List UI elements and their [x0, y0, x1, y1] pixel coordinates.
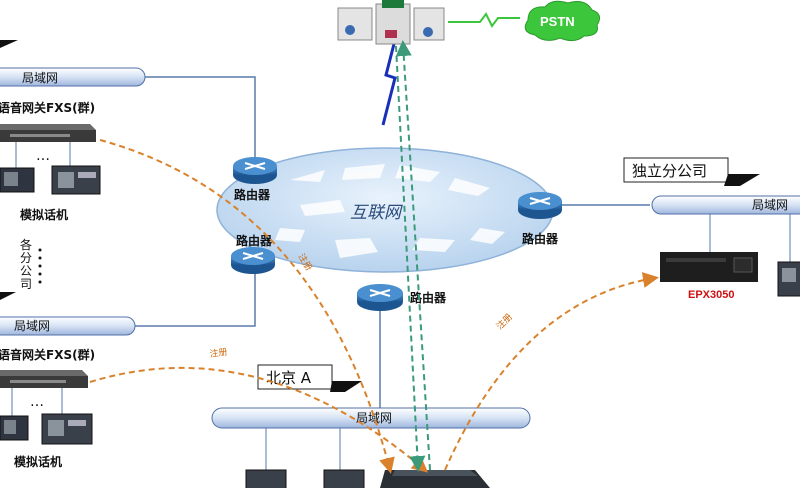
internet-cloud: 互联网	[216, 147, 554, 273]
gateway-label-bottom: 语音网关FXS(群)	[0, 347, 95, 362]
server-group	[337, 0, 445, 45]
register-flows	[89, 40, 659, 474]
independent-branch-tag: 独立分公司	[623, 157, 760, 186]
bottom-links	[265, 428, 341, 470]
branch-vertical-4: 司	[20, 277, 32, 291]
independent-branch-label: 独立分公司	[632, 162, 707, 180]
lan-bottom: 局域网	[211, 407, 531, 429]
phone-icon	[777, 261, 800, 297]
phone-icon	[245, 469, 365, 488]
gateway-top-links	[15, 142, 71, 168]
pbx-device	[380, 470, 490, 488]
lan-right: 局域网	[651, 195, 800, 215]
pstn-link-icon	[448, 12, 520, 28]
phone-icon	[0, 165, 101, 195]
beijing-tag: 北京 A	[257, 364, 362, 392]
router-icon	[233, 157, 277, 184]
gateway-label-top: 语音网关FXS(群)	[0, 100, 95, 115]
corner-tab-top-left	[0, 40, 18, 48]
branch-vertical-1: 各	[20, 237, 32, 252]
lan-label-right: 局域网	[752, 198, 788, 212]
gateway-device-bottom	[0, 370, 88, 388]
gateway-device-top	[0, 124, 96, 142]
register-label-2: 注册	[209, 346, 229, 360]
internet-label: 互联网	[350, 203, 403, 223]
router-icon	[231, 247, 275, 274]
router-label-1: 路由器	[234, 187, 271, 202]
router-label-3: 路由器	[522, 231, 559, 246]
phones-label-bottom: 模拟话机	[14, 454, 62, 469]
phones-label-top: 模拟话机	[20, 207, 68, 222]
branch-vertical-2: 分	[20, 251, 32, 265]
wireless-link-icon	[381, 39, 397, 126]
corner-tab-mid-left	[0, 292, 16, 300]
router-label-2: 路由器	[236, 233, 273, 248]
gateway-bottom-links	[11, 388, 63, 416]
dots-bottom: …	[30, 394, 44, 410]
lan-mid-left: 局域网	[0, 316, 136, 336]
lan-label-top-left: 局域网	[22, 71, 58, 85]
pstn-label: PSTN	[540, 14, 575, 29]
branch-vertical-3: 公	[20, 264, 32, 278]
lan-top-left: 局域网	[0, 67, 146, 87]
phone-icon	[0, 413, 93, 445]
pstn-cloud: PSTN	[524, 0, 601, 42]
vertical-dots	[38, 248, 42, 284]
beijing-label: 北京 A	[266, 369, 312, 387]
right-links	[709, 214, 791, 262]
epx-label: EPX3050	[688, 289, 734, 301]
epx-server: EPX3050	[660, 252, 758, 301]
router-icon	[357, 284, 403, 311]
lan-label-mid-left: 局域网	[14, 319, 50, 333]
lan-label-bottom: 局域网	[356, 411, 392, 425]
dots-top: …	[36, 148, 50, 164]
router-icon	[518, 192, 562, 219]
router-label-4: 路由器	[410, 290, 447, 305]
register-label-3: 注册	[494, 311, 515, 332]
